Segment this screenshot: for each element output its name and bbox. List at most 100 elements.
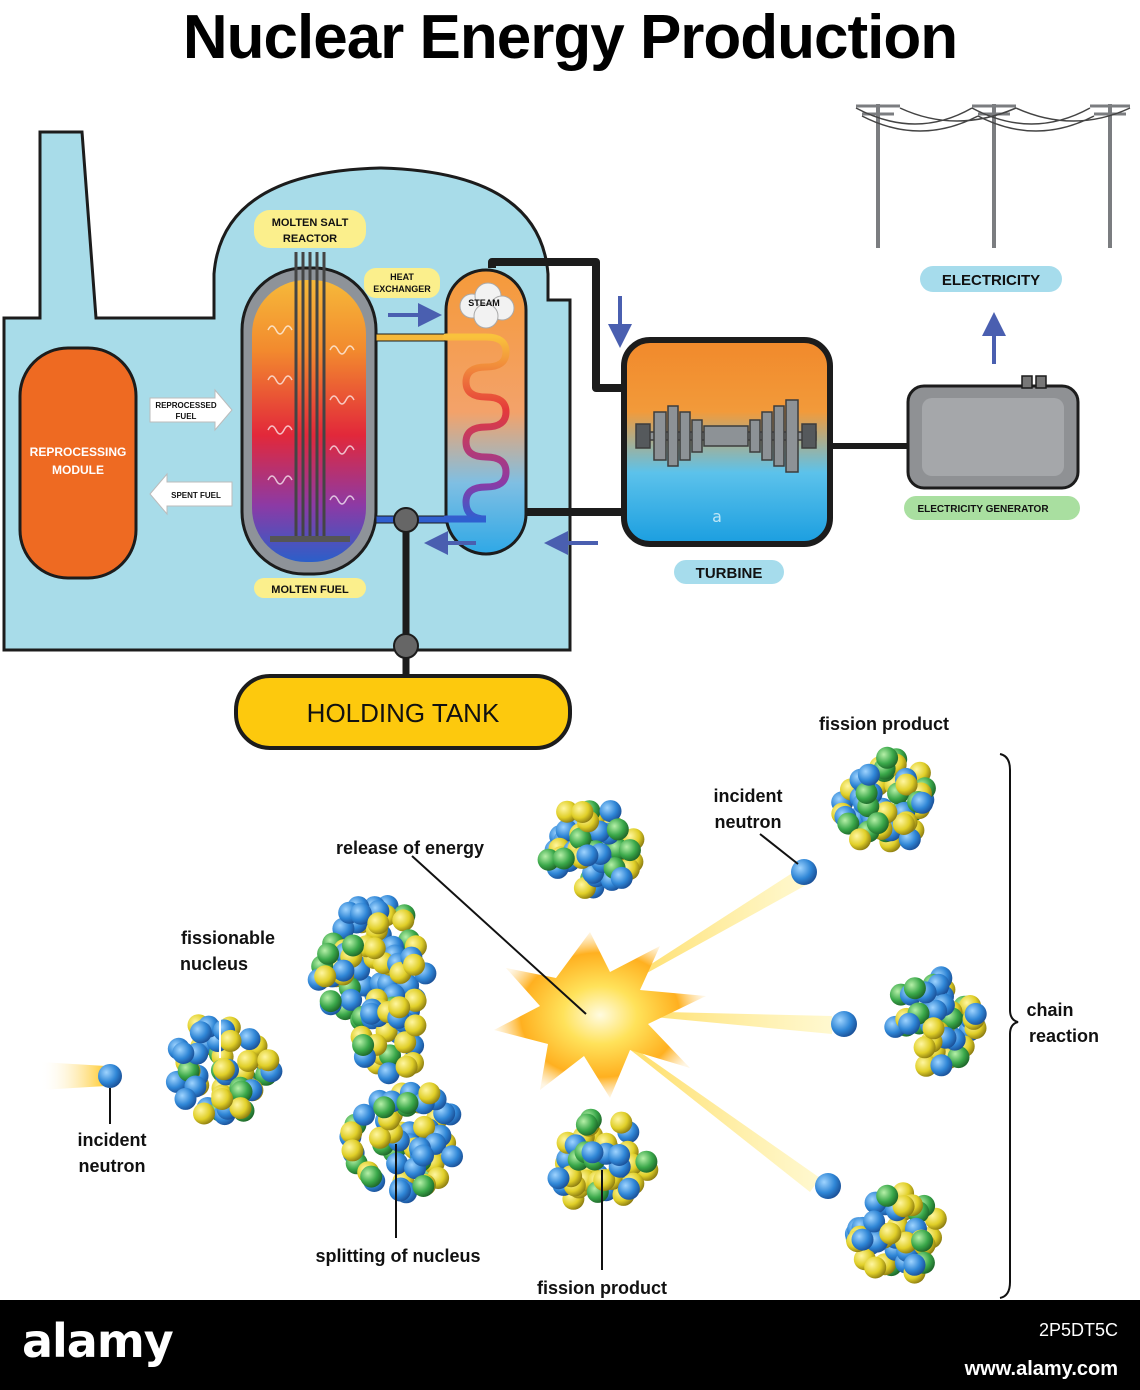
nucleon <box>368 1126 391 1149</box>
splitting-nucleus-lower <box>339 1081 463 1204</box>
fission-product-top-left <box>537 800 645 899</box>
incident-neutron-left <box>98 1064 122 1088</box>
nucleon <box>396 1092 419 1114</box>
nucleon <box>556 800 579 823</box>
nucleon <box>341 1139 364 1162</box>
holding-tank <box>234 674 572 750</box>
nucleon <box>340 988 363 1011</box>
nucleon <box>576 844 599 867</box>
reprocessed-fuel-label-2: FUEL <box>176 412 197 421</box>
fission-product-bottom-right <box>844 1182 947 1284</box>
nucleon <box>342 934 364 957</box>
nucleon <box>569 827 592 850</box>
nucleon <box>189 1021 212 1044</box>
splitting-of-nucleus-label: splitting of nucleus <box>316 1246 481 1266</box>
nucleon <box>229 1097 252 1120</box>
reprocessing-module <box>18 346 138 580</box>
nucleon <box>552 847 575 870</box>
fission-product-bottom <box>547 1108 659 1210</box>
nucleon <box>404 1014 427 1037</box>
nucleon <box>367 912 390 935</box>
heat-exchanger-badge <box>364 268 440 298</box>
release-of-energy-label: release of energy <box>336 838 484 858</box>
turbine-rotor <box>635 399 817 473</box>
nucleon <box>903 977 926 1000</box>
nucleon <box>394 1031 417 1054</box>
nucleon <box>863 1210 886 1233</box>
nucleon <box>895 773 918 796</box>
fission-product-top-label: fission product <box>819 714 949 734</box>
nucleon <box>575 1113 598 1136</box>
nucleon <box>332 959 355 982</box>
incident-neutron-left-label-2: neutron <box>79 1156 146 1176</box>
nucleon <box>837 812 860 835</box>
holding-tank-label: HOLDING TANK <box>307 698 500 728</box>
incident-neutron-left-label-1: incident <box>77 1130 146 1150</box>
fissionable-nucleus <box>165 1014 283 1126</box>
fissionable-nucleus-label-1: fissionable <box>181 928 275 948</box>
nucleon <box>352 1034 375 1056</box>
valve-lower <box>393 633 419 659</box>
molten-salt-reactor-label-2: REACTOR <box>283 233 337 245</box>
energy-burst <box>494 932 706 1098</box>
nucleon <box>213 1058 235 1081</box>
nucleon <box>571 801 594 823</box>
nucleon <box>618 839 641 862</box>
nucleon <box>392 909 415 932</box>
nucleon <box>903 1253 926 1276</box>
nucleon <box>851 1228 874 1251</box>
hot-pipe <box>375 333 447 342</box>
nucleon <box>340 1121 363 1144</box>
release-of-energy-pointer <box>411 855 587 1015</box>
nucleon <box>892 813 915 835</box>
reactor-base-plate <box>270 536 350 542</box>
fission-product-middle-right <box>884 966 987 1077</box>
nucleon <box>898 1012 921 1035</box>
chain-reaction-label-2: reaction <box>1029 1026 1099 1046</box>
reprocessed-fuel-arrow <box>149 388 233 432</box>
nucleon <box>599 800 622 823</box>
incident-neutron-beam <box>40 1062 106 1090</box>
nucleon <box>418 1082 441 1105</box>
nucleon <box>412 1175 435 1197</box>
nucleon <box>377 1062 400 1085</box>
watermark-site: www.alamy.com <box>964 1358 1118 1380</box>
nuclei-group <box>165 746 987 1284</box>
nuclear-diagram: REPROCESSING MODULE REPROCESSED FUEL SPE… <box>2 104 1131 1299</box>
nucleon <box>635 1150 658 1173</box>
nucleon <box>593 1169 616 1192</box>
splitting-nucleus-neck <box>350 996 427 1085</box>
nucleon <box>389 1179 411 1202</box>
steam-pipe <box>488 258 628 392</box>
heat-waves <box>267 325 355 505</box>
nucleon <box>388 996 411 1019</box>
nucleon <box>911 791 934 814</box>
alamy-logo: alamy <box>22 1314 174 1368</box>
molten-salt-reactor-label-1: MOLTEN SALT <box>272 217 349 229</box>
page-title: Nuclear Energy Production <box>182 3 958 72</box>
turbine-label: TURBINE <box>696 565 763 582</box>
incident-neutron-top-pointer <box>759 833 799 865</box>
nucleon <box>441 1145 463 1168</box>
fission-product-bottom-label: fission product <box>537 1278 667 1298</box>
power-lines <box>855 104 1131 248</box>
nucleon <box>913 1036 936 1059</box>
nucleon <box>892 1195 915 1218</box>
nucleon <box>353 1103 375 1126</box>
nucleon <box>876 1184 899 1207</box>
nucleon <box>360 1165 383 1188</box>
nucleon <box>257 1049 280 1072</box>
turbine-watermark-mark: a <box>712 507 722 526</box>
reprocessed-fuel-label-1: REPROCESSED <box>155 401 217 410</box>
spent-fuel-arrow <box>149 472 233 516</box>
nucleon <box>925 999 948 1022</box>
nucleon <box>911 1229 934 1252</box>
molten-fuel-badge <box>254 578 366 598</box>
nucleon <box>314 965 337 988</box>
nucleon <box>219 1029 242 1052</box>
nucleon <box>349 902 372 925</box>
valve-upper <box>393 507 419 533</box>
nucleon <box>606 818 629 841</box>
fissionable-nucleus-label-2: nucleus <box>180 954 248 974</box>
nucleon <box>413 1115 436 1138</box>
